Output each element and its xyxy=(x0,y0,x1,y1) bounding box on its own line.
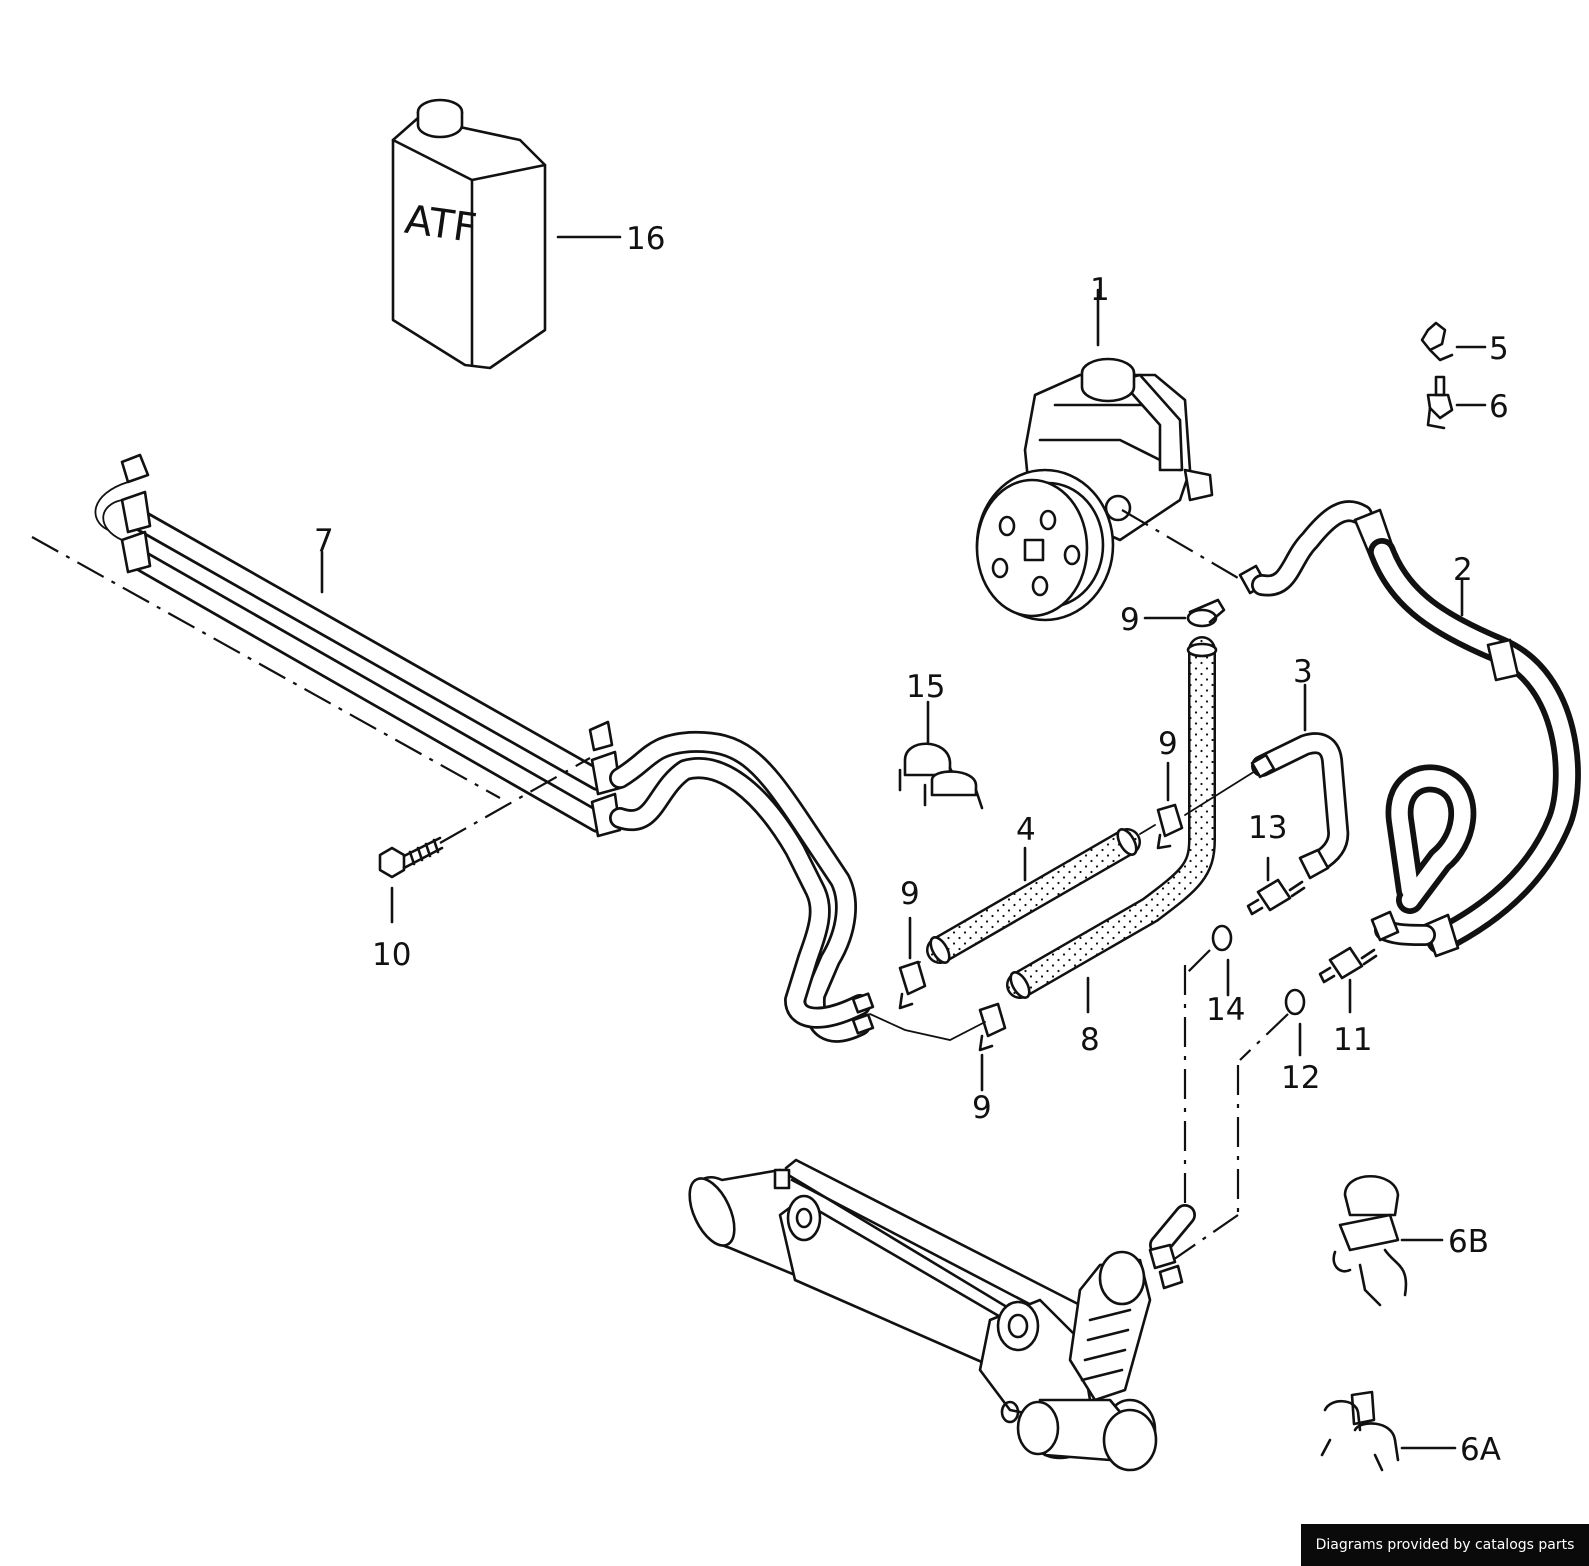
clamp-15 xyxy=(898,700,984,810)
callout-9-bottom: 9 xyxy=(972,1090,992,1126)
return-hose-8 xyxy=(1006,636,1218,1014)
hose-clamp-9-top xyxy=(1143,598,1226,628)
callout-13: 13 xyxy=(1248,810,1287,846)
line-to-clamp xyxy=(869,1013,986,1041)
callout-12: 12 xyxy=(1281,1060,1320,1096)
steering-rack xyxy=(688,965,1240,1472)
callout-5: 5 xyxy=(1489,331,1509,367)
callout-6B: 6B xyxy=(1448,1224,1489,1260)
callout-8: 8 xyxy=(1080,1022,1100,1058)
diagram-credit-banner: Diagrams provided by catalogs parts xyxy=(1301,1524,1589,1566)
atf-fluid-bottle: ATF xyxy=(391,98,622,370)
callout-4: 4 xyxy=(1016,812,1036,848)
fitting-11 xyxy=(1318,946,1378,1014)
dash-line-14 xyxy=(1184,949,1211,976)
cooler-line-assembly xyxy=(31,453,875,1043)
clamp-6A xyxy=(1320,1390,1457,1472)
seal-ring-12 xyxy=(1284,988,1306,1057)
callout-15: 15 xyxy=(906,669,945,705)
hose-clamp-9-mid xyxy=(1156,761,1184,850)
clamp-6B xyxy=(1332,1175,1444,1307)
callout-16: 16 xyxy=(626,221,665,257)
callout-1: 1 xyxy=(1090,272,1110,308)
power-steering-pump xyxy=(975,288,1214,622)
mounting-bolt xyxy=(378,757,591,924)
callout-9-left: 9 xyxy=(900,876,920,912)
dash-line-12 xyxy=(1239,1013,1289,1061)
callout-9-top: 9 xyxy=(1120,602,1140,638)
atf-bottle-label: ATF xyxy=(402,197,479,253)
fitting-13 xyxy=(1246,856,1306,916)
hose-4 xyxy=(904,824,1156,971)
callout-14: 14 xyxy=(1206,992,1245,1028)
callout-3: 3 xyxy=(1293,654,1313,690)
high-pressure-hose-2 xyxy=(1121,500,1581,958)
hose-clamp-small-6 xyxy=(1426,375,1487,430)
hose-clamp-9-left xyxy=(898,916,927,1010)
callout-9-mid: 9 xyxy=(1158,726,1178,762)
callout-6A: 6A xyxy=(1460,1432,1501,1468)
callout-2: 2 xyxy=(1453,552,1473,588)
hose-clamp-small-5 xyxy=(1420,321,1487,362)
callout-6: 6 xyxy=(1489,389,1509,425)
callout-11: 11 xyxy=(1333,1022,1372,1058)
callout-7: 7 xyxy=(314,523,334,559)
hose-clamp-9-bottom xyxy=(978,1002,1007,1092)
pressure-line-3 xyxy=(1184,683,1350,880)
seal-ring-14 xyxy=(1211,924,1233,997)
callout-10: 10 xyxy=(372,937,411,973)
